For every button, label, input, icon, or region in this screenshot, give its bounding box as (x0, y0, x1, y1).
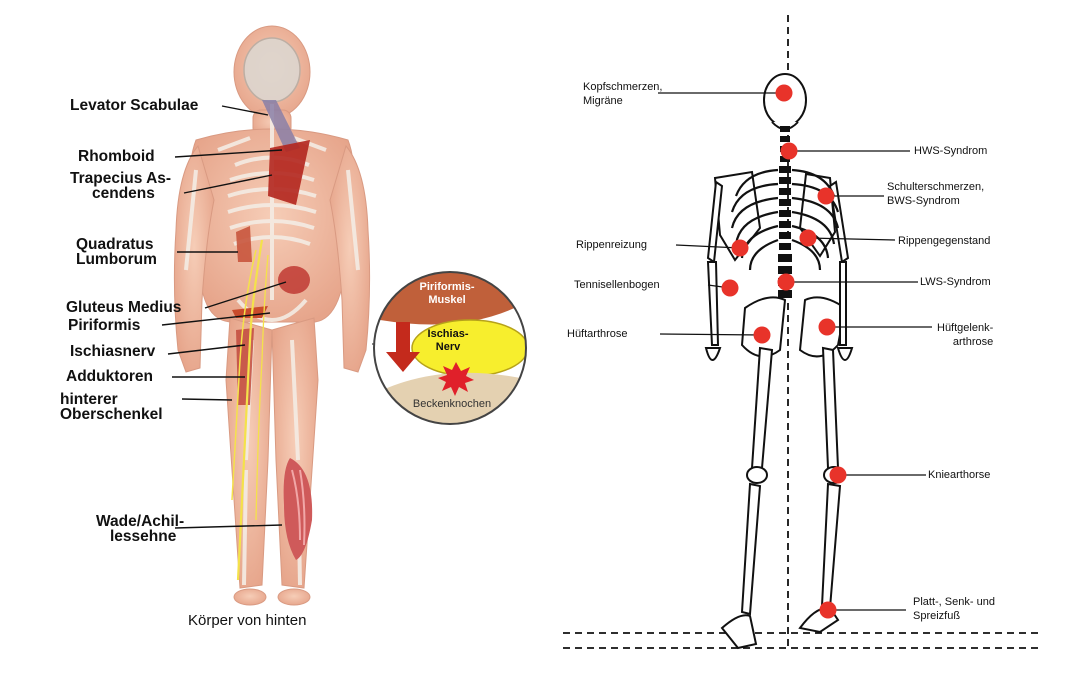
marker-rib-right (799, 229, 817, 247)
label-hinterer-oberschenkel: hinterer Oberschenkel (60, 391, 163, 423)
marker-head (775, 84, 793, 102)
label-line: Trapecius As- (70, 170, 172, 187)
label-trapecius: Trapecius As- cendens (70, 170, 172, 202)
inset-nerve-label-1: Ischias- (428, 328, 469, 340)
label-line: Levator Scabulae (70, 97, 199, 114)
label-line: cendens (92, 185, 155, 202)
label-line: Piriformis (68, 317, 141, 334)
label-piriformis: Piriformis (68, 317, 141, 334)
label-line: hinterer (60, 391, 118, 408)
label-platt-senk-spreizfuss: Platt-, Senk- und Spreizfuß (913, 595, 995, 623)
label-quadratus-lumborum: Quadratus Lumborum (76, 236, 157, 268)
label-line: Gluteus Medius (66, 299, 182, 316)
label-kopfschmerzen: Kopfschmerzen, Migräne (583, 80, 662, 108)
label-line: Spreizfuß (913, 610, 961, 622)
quadratus-lumborum-muscle (236, 226, 252, 262)
piriformis-inset: Piriformis- Muskel Ischias- Nerv Beckenk… (372, 271, 527, 425)
label-line: Lumborum (76, 251, 157, 268)
sciatic-nerve (236, 239, 264, 581)
label-line: Rippengegenstand (898, 235, 991, 247)
label-hueftgelenkarthrose: Hüftgelenk- arthrose (937, 321, 993, 349)
inset-muscle-label-2: Muskel (428, 294, 465, 306)
label-line: Oberschenkel (60, 406, 163, 423)
label-gluteus-medius: Gluteus Medius (66, 299, 182, 316)
label-hws-syndrom: HWS-Syndrom (914, 144, 987, 158)
pain-burst-icon (438, 362, 474, 396)
marker-foot (819, 601, 837, 619)
label-line: Migräne (583, 95, 623, 107)
label-line: Kniearthorse (928, 469, 991, 481)
label-line: Hüftarthrose (567, 328, 628, 340)
label-levator-scapulae: Levator Scabulae (70, 97, 199, 114)
label-line: LWS-Syndrom (920, 276, 991, 288)
label-line: Ischiasnerv (70, 343, 156, 360)
marker-elbow (721, 279, 739, 297)
marker-hip-right (818, 318, 836, 336)
marker-rib-left (731, 239, 749, 257)
label-line: Schulterschmerzen, (887, 181, 985, 193)
marker-shoulder (817, 187, 835, 205)
left-figure-caption: Körper von hinten (188, 612, 307, 629)
label-line: Wade/Achil- (96, 513, 185, 530)
label-line: Adduktoren (66, 368, 153, 385)
label-line: Tennisellenbogen (574, 279, 660, 291)
pain-markers (721, 84, 847, 619)
label-schulterschmerzen: Schulterschmerzen, BWS-Syndrom (887, 180, 984, 208)
left-leader-lines (161, 105, 287, 529)
label-line: HWS-Syndrom (914, 145, 988, 157)
skeleton-figure (563, 15, 1040, 650)
label-line: lessehne (110, 528, 177, 545)
label-line: BWS-Syndrom (887, 195, 960, 207)
label-line: Hüftgelenk- (937, 322, 994, 334)
marker-knee (829, 466, 847, 484)
inset-bone-label: Beckenknochen (413, 398, 491, 410)
marker-lumbar (777, 273, 795, 291)
label-wade-achillessehne: Wade/Achil- lessehne (96, 513, 185, 545)
label-line: Rhomboid (78, 148, 155, 165)
back-body-figure (161, 25, 371, 606)
label-line: Quadratus (76, 236, 154, 253)
label-rippengegenstand: Rippengegenstand (898, 234, 990, 248)
label-hueftarthrose: Hüftarthrose (567, 327, 628, 341)
label-lws-syndrom: LWS-Syndrom (920, 275, 991, 289)
label-line: Kopfschmerzen, (583, 81, 663, 93)
label-line: Rippenreizung (576, 239, 647, 251)
pressure-arrow-icon (386, 322, 420, 372)
label-tennisellenbogen: Tennisellenbogen (574, 278, 660, 292)
levator-scapulae-muscle (262, 100, 300, 152)
inset-nerve-label-2: Nerv (436, 341, 461, 353)
label-kniearthorse: Kniearthorse (928, 468, 990, 482)
label-line: Platt-, Senk- und (913, 596, 995, 608)
label-rippenreizung: Rippenreizung (576, 238, 647, 252)
inset-border (373, 271, 527, 425)
marker-hip-left (753, 326, 771, 344)
piriformis-muscle (232, 306, 268, 318)
right-leader-lines (658, 92, 932, 611)
label-rhomboid: Rhomboid (78, 148, 155, 165)
label-ischiasnerv: Ischiasnerv (70, 343, 156, 360)
inset-muscle-label-1: Piriformis- (419, 281, 474, 293)
marker-cervical (780, 142, 798, 160)
label-adduktoren: Adduktoren (66, 368, 153, 385)
gluteus-medius-muscle (278, 266, 310, 294)
label-line: arthrose (952, 336, 994, 348)
rhomboid-muscle (268, 140, 310, 205)
